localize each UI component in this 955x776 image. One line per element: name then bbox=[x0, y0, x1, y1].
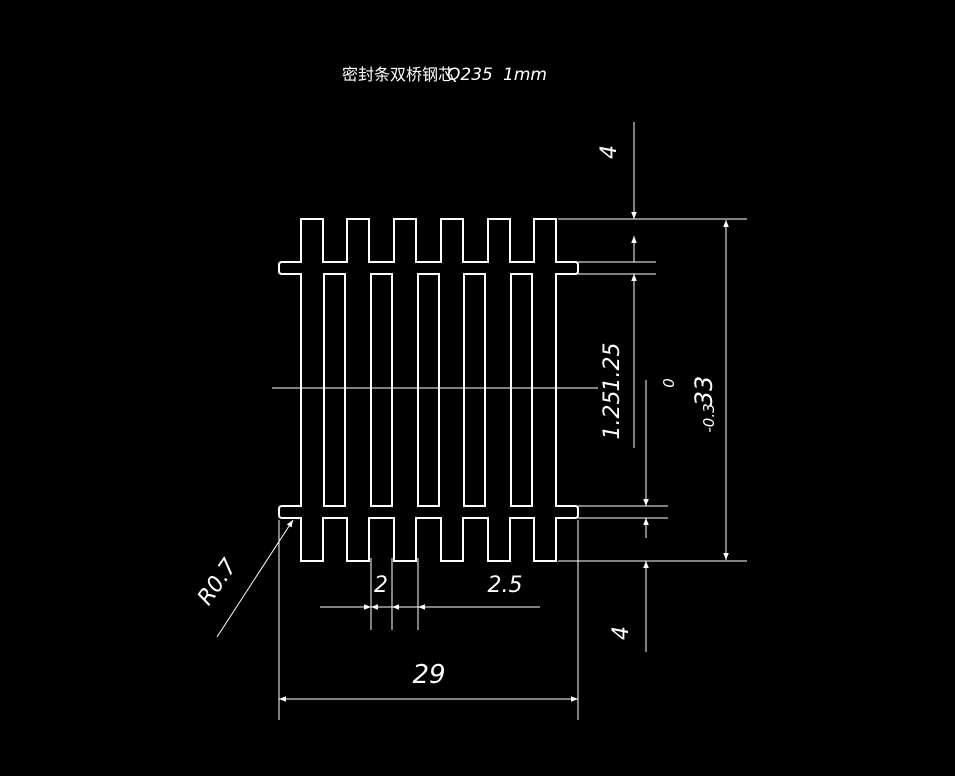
dimension-lines bbox=[216, 122, 747, 720]
title-material: Q235 bbox=[447, 65, 493, 85]
dim-bottom-tab: 4 bbox=[609, 626, 634, 640]
dim-total-height: 33 bbox=[690, 376, 718, 407]
part-outline bbox=[278, 218, 579, 562]
dim-total-width: 29 bbox=[412, 660, 445, 690]
slot-2 bbox=[370, 273, 393, 507]
dim-slot-width: 2 bbox=[374, 573, 388, 598]
drawing-title: 密封条双桥钢芯 Q235 1mm bbox=[342, 65, 547, 85]
radius-leader bbox=[216, 519, 294, 638]
slot-1 bbox=[323, 273, 346, 507]
dim-tol-upper: 0 bbox=[660, 378, 678, 388]
slot-5 bbox=[510, 273, 533, 507]
title-thickness: 1mm bbox=[503, 65, 547, 85]
slot-4 bbox=[463, 273, 486, 507]
dim-top-tab: 4 bbox=[597, 145, 622, 159]
dim-radius: R0.7 bbox=[193, 555, 242, 611]
dim-gap-b: 1.25 bbox=[600, 391, 625, 440]
dim-gap-a: 1.25 bbox=[600, 343, 625, 392]
slot-3 bbox=[417, 273, 440, 507]
dim-pitch: 2.5 bbox=[488, 573, 523, 598]
dimension-labels: 4 4 33 0 -0.3 1.25 1.25 2 2.5 29 R0.7 bbox=[193, 145, 718, 690]
dim-tol-lower: -0.3 bbox=[700, 403, 718, 432]
title-text: 密封条双桥钢芯 bbox=[342, 65, 454, 84]
steel-core-part bbox=[278, 218, 579, 562]
